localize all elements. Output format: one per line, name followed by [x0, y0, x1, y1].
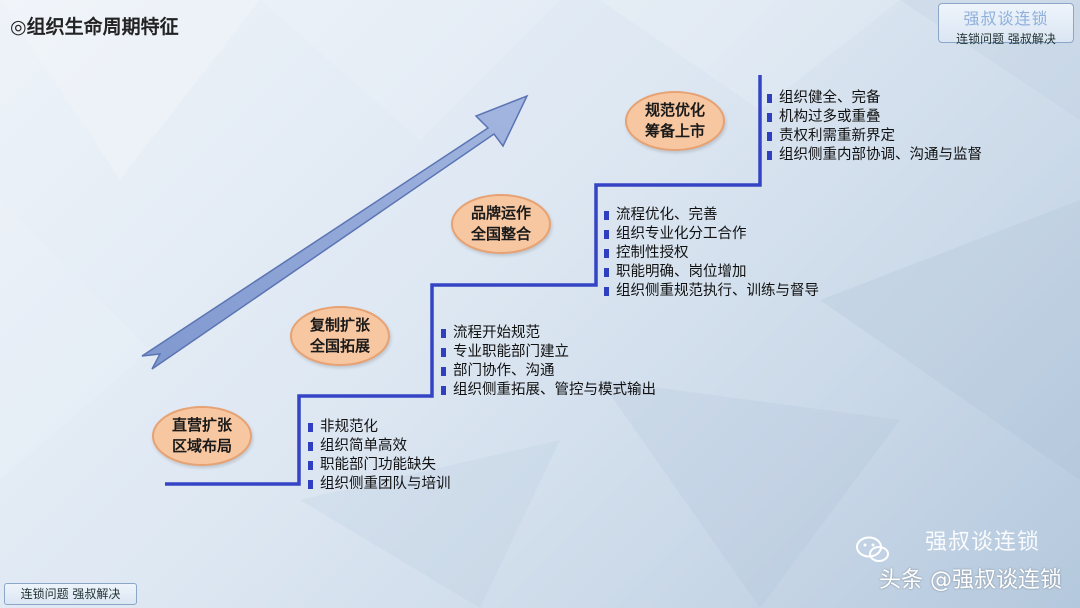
platform-label: 头条 @强叔谈连锁: [879, 568, 1062, 593]
stage-4-point: 组织侧重内部协调、沟通与监督: [767, 146, 982, 165]
stage-3-oval: 品牌运作 全国整合: [451, 194, 551, 254]
stair-line: [165, 75, 762, 486]
stage-1-subtitle: 区域布局: [171, 437, 232, 455]
growth-arrow: [141, 94, 529, 370]
stage-2-oval: 复制扩张 全国拓展: [290, 306, 390, 366]
stage-1-point: 职能部门功能缺失: [308, 456, 451, 475]
page-title: ◎组织生命周期特征: [10, 16, 179, 38]
stage-1-oval: 直营扩张 区域布局: [152, 406, 252, 466]
stage-4-oval: 规范优化 筹备上市: [625, 91, 725, 151]
stage-4-point: 机构过多或重叠: [767, 108, 982, 127]
stage-3-point: 职能明确、岗位增加: [604, 263, 819, 282]
stage-1-title: 直营扩张: [171, 416, 232, 434]
stage-2-points: 流程开始规范 专业职能部门建立 部门协作、沟通 组织侧重拓展、管控与模式输出: [441, 324, 656, 400]
stage-2-point: 部门协作、沟通: [441, 362, 656, 381]
stage-3-subtitle: 全国整合: [470, 225, 531, 243]
stage-3-title: 品牌运作: [470, 204, 531, 222]
brand-name: 强叔谈连锁: [963, 9, 1049, 28]
stage-2-title: 复制扩张: [309, 316, 370, 334]
stage-4-point: 组织健全、完备: [767, 89, 982, 108]
watermark-account: 强叔谈连锁: [924, 530, 1040, 555]
stage-2-point: 流程开始规范: [441, 324, 656, 343]
stage-1-points: 非规范化 组织简单高效 职能部门功能缺失 组织侧重团队与培训: [308, 418, 451, 494]
stage-3-point: 流程优化、完善: [604, 206, 819, 225]
footer-slogan: 连锁问题 强叔解决: [4, 583, 137, 605]
stage-2-subtitle: 全国拓展: [309, 337, 370, 355]
stage-2-point: 组织侧重拓展、管控与模式输出: [441, 381, 656, 400]
brand-box: 强叔谈连锁 连锁问题 强叔解决: [938, 3, 1074, 46]
brand-slogan: 连锁问题 强叔解决: [956, 32, 1056, 46]
wechat-icon: [856, 536, 889, 562]
stage-4-point: 责权利需重新界定: [767, 127, 982, 146]
stage-4-subtitle: 筹备上市: [644, 122, 705, 140]
stage-4-points: 组织健全、完备 机构过多或重叠 责权利需重新界定 组织侧重内部协调、沟通与监督: [767, 89, 982, 165]
stage-3-point: 组织专业化分工合作: [604, 225, 819, 244]
stage-4-title: 规范优化: [644, 101, 705, 119]
stage-1-point: 组织侧重团队与培训: [308, 475, 451, 494]
stage-3-points: 流程优化、完善 组织专业化分工合作 控制性授权 职能明确、岗位增加 组织侧重规范…: [604, 206, 819, 301]
stage-3-point: 控制性授权: [604, 244, 819, 263]
stage-1-point: 非规范化: [308, 418, 451, 437]
stage-3-point: 组织侧重规范执行、训练与督导: [604, 282, 819, 301]
stage-2-point: 专业职能部门建立: [441, 343, 656, 362]
stage-1-point: 组织简单高效: [308, 437, 451, 456]
